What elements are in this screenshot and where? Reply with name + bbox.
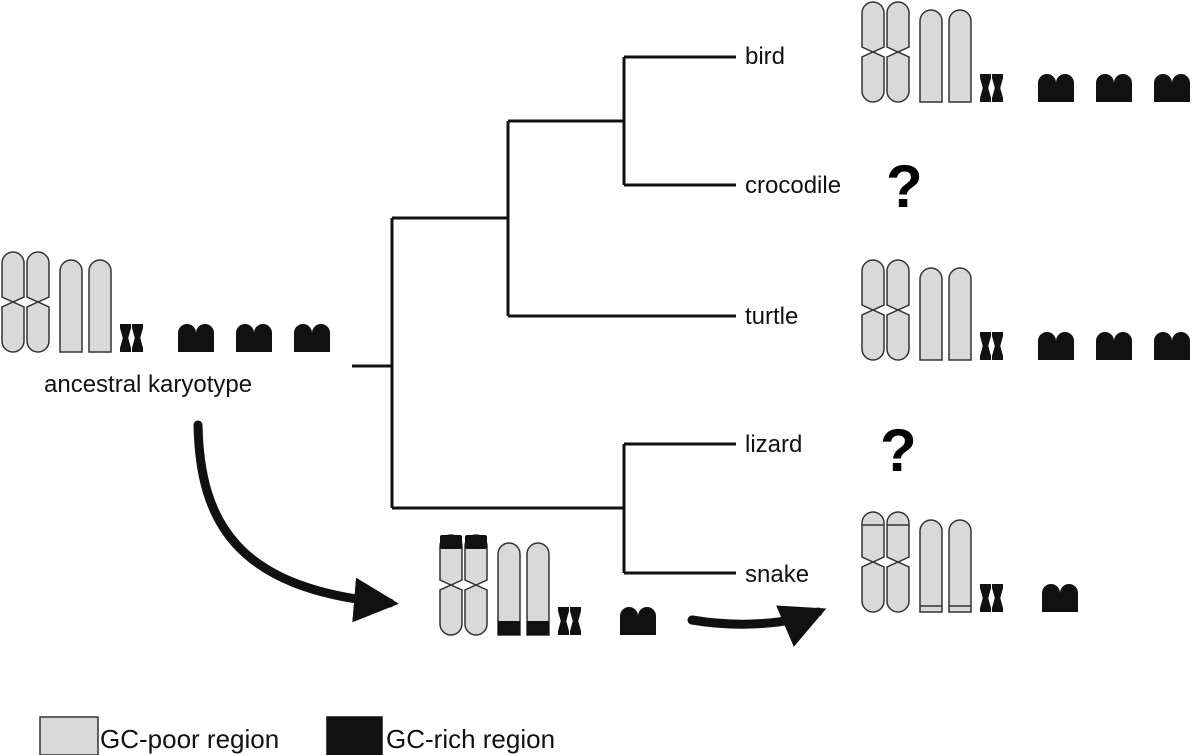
chromosome-arm (861, 1, 885, 53)
legend: GC-poor region GC-rich region (39, 716, 555, 755)
micro-chromosome (1038, 74, 1056, 102)
chromosome-arm (861, 511, 885, 563)
snake-karyotype (861, 511, 1078, 613)
ancestral-karyotype-label: ancestral karyotype (44, 371, 252, 398)
legend-label-gc-rich: GC-rich region (386, 724, 555, 754)
chromosome (919, 519, 943, 613)
squamate-intermediate-karyotype (439, 534, 656, 636)
micro-chromosome (980, 332, 991, 360)
chromosome-arm (1, 251, 25, 303)
chromosome (919, 9, 943, 103)
bird-karyotype (861, 1, 1190, 103)
micro-chromosome (1114, 74, 1132, 102)
chromosome (497, 542, 521, 636)
chromosome-arm (1, 301, 25, 353)
chromosome-arm (26, 251, 50, 303)
micro-chromosome (294, 324, 312, 352)
phylogenetic-tree (352, 55, 736, 575)
unknown-mark-lizard: ? (880, 417, 917, 484)
taxon-label-turtle: turtle (745, 303, 798, 330)
legend-swatch-gc-poor (39, 716, 99, 755)
micro-chromosome (120, 324, 131, 352)
chromosome (948, 519, 972, 613)
chromosome (88, 259, 112, 353)
unknown-mark-crocodile: ? (886, 153, 923, 220)
micro-chromosome (992, 332, 1003, 360)
taxon-label-lizard: lizard (745, 431, 802, 458)
micro-chromosome (1154, 74, 1172, 102)
gc-rich-band (527, 621, 549, 635)
chromosome-arm (886, 561, 910, 613)
micro-chromosome (1096, 74, 1114, 102)
chromosome-arm (886, 1, 910, 53)
micro-chromosome (980, 584, 991, 612)
gc-rich-band (498, 621, 520, 635)
micro-chromosome (132, 324, 143, 352)
chromosome-arm (861, 309, 885, 361)
chromosome (59, 259, 83, 353)
micro-chromosome (1154, 332, 1172, 360)
micro-chromosome (236, 324, 254, 352)
chromosome-arm (861, 561, 885, 613)
taxon-label-crocodile: crocodile (745, 172, 841, 199)
chromosome-arm (886, 259, 910, 311)
micro-chromosome (1038, 332, 1056, 360)
chromosome (526, 542, 550, 636)
legend-swatch-gc-rich (326, 716, 383, 755)
turtle-karyotype (861, 259, 1190, 361)
taxon-label-snake: snake (745, 561, 809, 588)
micro-chromosome (1172, 74, 1190, 102)
micro-chromosome (992, 74, 1003, 102)
chromosome-arm (861, 259, 885, 311)
micro-chromosome (196, 324, 214, 352)
evolution-arrow-to-snake (687, 605, 827, 647)
micro-chromosome (638, 607, 656, 635)
micro-chromosome (254, 324, 272, 352)
chromosome (948, 267, 972, 361)
micro-chromosome (312, 324, 330, 352)
evolution-arrow-to-intermediate (193, 420, 399, 623)
micro-chromosome (1060, 584, 1078, 612)
chromosome-arm (439, 584, 463, 636)
chromosome-arm (886, 511, 910, 563)
chromosome-arm (886, 309, 910, 361)
micro-chromosome (992, 584, 1003, 612)
micro-chromosome (1056, 332, 1074, 360)
chromosome-arm (464, 584, 488, 636)
chromosome (948, 9, 972, 103)
chromosome-arm (26, 301, 50, 353)
micro-chromosome (1096, 332, 1114, 360)
micro-chromosome (980, 74, 991, 102)
chromosome-arm (861, 51, 885, 103)
micro-chromosome (620, 607, 638, 635)
micro-chromosome (558, 607, 569, 635)
chromosome-arm (886, 51, 910, 103)
micro-chromosome (1056, 74, 1074, 102)
taxon-label-bird: bird (745, 43, 785, 70)
gc-rich-band (440, 535, 462, 549)
micro-chromosome (1172, 332, 1190, 360)
gc-rich-band (465, 535, 487, 549)
legend-label-gc-poor: GC-poor region (100, 724, 279, 754)
micro-chromosome (1114, 332, 1132, 360)
micro-chromosome (570, 607, 581, 635)
micro-chromosome (178, 324, 196, 352)
micro-chromosome (1042, 584, 1060, 612)
chromosome (919, 267, 943, 361)
ancestral-karyotype (1, 251, 330, 353)
